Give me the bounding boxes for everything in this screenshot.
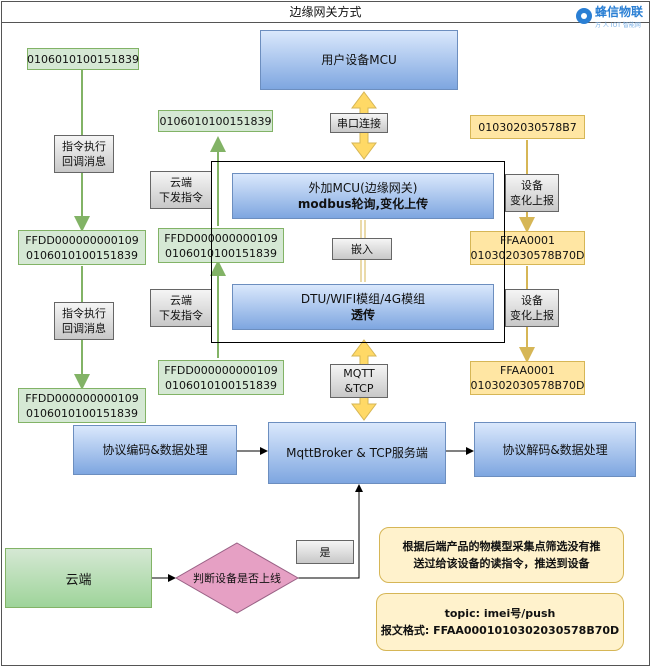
- filter-note-line2: 送过给该设备的读指令，推送到设备: [413, 557, 590, 570]
- right-box-1-text: 010302030578B7: [478, 120, 577, 134]
- left-box-2-line2: 0106010100151839: [26, 248, 138, 262]
- protocol-decode-box: 协议解码&数据处理: [474, 422, 636, 477]
- left-label-2-line2: 回调消息: [62, 322, 106, 335]
- right-box-3: FFAA0001 010302030578B70D: [470, 361, 585, 395]
- right-box-2-line2: 010302030578B70D: [470, 249, 585, 262]
- left-box-2-line1: FFDD000000000109: [25, 233, 139, 247]
- right-label-1-line2: 变化上报: [510, 194, 554, 207]
- right-box-3-line1: FFAA0001: [500, 364, 555, 377]
- dtu-module-line1: DTU/WIFI模组/4G模组: [300, 292, 426, 306]
- user-device-mcu-label: 用户设备MCU: [321, 53, 397, 67]
- bee-logo-icon: [575, 8, 592, 24]
- topic-note-line1: topic: imei号/push: [444, 607, 556, 620]
- right-label-2-line1: 设备: [521, 294, 543, 307]
- left-box-1: 0106010100151839: [27, 48, 139, 70]
- brand-logo: 蜂信物联万 人 IOT 智能网: [575, 3, 643, 29]
- brand-tagline: 万 人 IOT 智能网: [594, 22, 641, 29]
- decision-diamond: [174, 542, 300, 614]
- yes-label: 是: [296, 540, 354, 564]
- dtu-module-box: DTU/WIFI模组/4G模组透传: [232, 284, 494, 330]
- left-label-1-line1: 指令执行: [62, 140, 106, 153]
- mqtt-tcp-line2: &TCP: [344, 382, 374, 395]
- mqtt-tcp-label: MQTT&TCP: [330, 364, 388, 398]
- right-box-1: 010302030578B7: [470, 115, 585, 139]
- mid-box-3-line2: 0106010100151839: [165, 378, 277, 392]
- mid-label-1-line2: 下发指令: [159, 191, 203, 204]
- mqtt-broker-label: MqttBroker & TCP服务端: [286, 446, 428, 460]
- right-label-1: 设备变化上报: [505, 174, 559, 212]
- brand-name: 蜂信物联: [594, 5, 643, 19]
- left-label-2-line1: 指令执行: [62, 307, 106, 320]
- mid-box-1: 0106010100151839: [158, 110, 273, 132]
- decision-label: 判断设备是否上线: [193, 572, 281, 585]
- mid-label-2-line1: 云端: [170, 294, 192, 307]
- mid-box-1-text: 0106010100151839: [159, 114, 272, 128]
- filter-note: 根据后端产品的物模型采集点筛选没有推送过给该设备的读指令，推送到设备: [379, 527, 624, 583]
- protocol-decode-label: 协议解码&数据处理: [502, 442, 608, 457]
- left-box-1-text: 0106010100151839: [27, 52, 139, 66]
- filter-note-line1: 根据后端产品的物模型采集点筛选没有推: [402, 540, 601, 553]
- cloud-box: 云端: [5, 548, 152, 608]
- embed-text: 嵌入: [351, 242, 373, 256]
- user-device-mcu: 用户设备MCU: [260, 30, 458, 90]
- mqtt-broker-box: MqttBroker & TCP服务端: [268, 422, 446, 484]
- right-label-1-line1: 设备: [521, 179, 543, 192]
- left-label-1-line2: 回调消息: [62, 155, 106, 168]
- right-label-2: 设备变化上报: [505, 289, 559, 327]
- mid-label-2-line2: 下发指令: [159, 309, 203, 322]
- edge-gateway-frame: [211, 161, 505, 343]
- right-label-2-line2: 变化上报: [510, 309, 554, 322]
- right-box-3-line2: 010302030578B70D: [470, 379, 585, 392]
- mid-label-1-line1: 云端: [170, 176, 192, 189]
- yes-text: 是: [319, 545, 331, 559]
- protocol-encode-label: 协议编码&数据处理: [102, 443, 208, 457]
- right-box-2: FFAA0001 010302030578B70D: [470, 231, 585, 265]
- right-box-2-line1: FFAA0001: [500, 234, 555, 247]
- embed-label: 嵌入: [332, 238, 392, 260]
- cloud-label: 云端: [65, 572, 92, 588]
- left-box-3-line1: FFDD000000000109: [25, 391, 139, 405]
- left-label-1: 指令执行回调消息: [54, 135, 114, 173]
- dtu-module-line2: 透传: [350, 308, 375, 322]
- protocol-encode-box: 协议编码&数据处理: [73, 425, 237, 475]
- serial-connection-text: 串口连接: [337, 116, 381, 130]
- topic-note-line2: 报文格式: FFAA0001010302030578B70D: [380, 624, 620, 637]
- serial-connection-label: 串口连接: [330, 113, 388, 133]
- external-mcu-box: 外加MCU(边缘网关) modbus轮询,变化上传: [232, 173, 494, 219]
- mid-box-3-line1: FFDD000000000109: [164, 363, 278, 377]
- topic-note: topic: imei号/push 报文格式: FFAA0001010302030…: [376, 593, 624, 651]
- mid-box-2-line1: FFDD000000000109: [164, 231, 278, 245]
- diagram-title: 边缘网关方式: [1, 1, 650, 23]
- decision-label-wrap: 判断设备是否上线: [176, 568, 298, 588]
- mid-label-2: 云端下发指令: [150, 289, 212, 327]
- mqtt-tcp-line1: MQTT: [343, 367, 375, 380]
- mid-box-2-line2: 0106010100151839: [165, 246, 277, 260]
- external-mcu-line2: modbus轮询,变化上传: [297, 197, 429, 211]
- left-box-3-line2: 0106010100151839: [26, 406, 138, 420]
- left-label-2: 指令执行回调消息: [54, 302, 114, 340]
- external-mcu-line1: 外加MCU(边缘网关): [308, 181, 418, 195]
- mid-label-1: 云端下发指令: [150, 171, 212, 209]
